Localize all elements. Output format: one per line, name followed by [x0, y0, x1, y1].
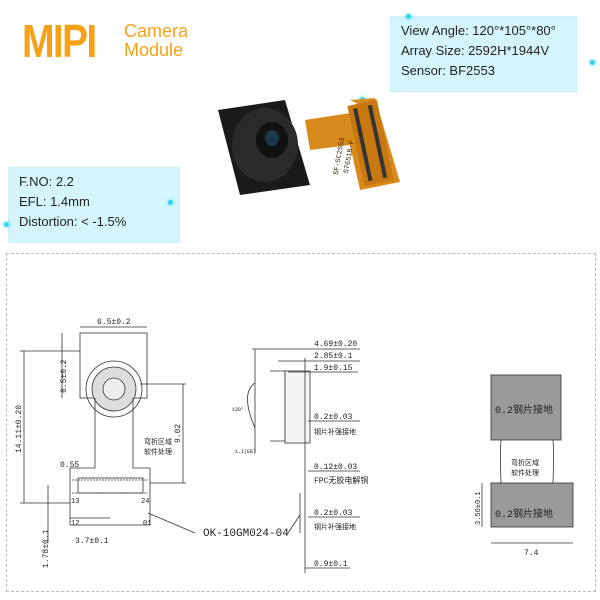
back-bend-note-2: 软件处理	[511, 468, 539, 478]
dim-stiffener-1: 0.2±0.03	[314, 413, 353, 422]
glow-dot	[406, 14, 411, 19]
dim-center-connector: 9.02	[174, 424, 183, 443]
dim-back-width: 7.4	[524, 549, 539, 558]
stiffener-1-note: 钢片补强接地	[314, 427, 356, 437]
spec-array-size: Array Size: 2592H*1944V	[401, 43, 550, 58]
subtitle-line1: Camera	[124, 21, 189, 41]
fov-angle: 120°	[232, 407, 244, 413]
dim-side-holder: 1.9±0.15	[314, 364, 353, 373]
dim-offset: 0.55	[60, 461, 79, 470]
spec-distortion: Distortion: < -1.5%	[19, 214, 127, 229]
dim-front-width: 6.5±0.2	[97, 318, 131, 327]
fpc-cable: SF-SC2553 S7651B-F	[305, 98, 400, 190]
lens-offset: 1.1(EB)	[235, 449, 256, 455]
pin-12: 12	[71, 520, 79, 528]
dim-connector-offset: 1.78±0.1	[42, 529, 51, 568]
dim-stiffener-2: 0.2±0.03	[314, 509, 353, 518]
pin-01: 01	[143, 520, 151, 528]
connector-part-number: OK-10GM024-04	[203, 528, 289, 540]
dim-pad-height: 3.56±0.1	[475, 491, 483, 525]
logo-mipi: MIPI	[22, 15, 97, 67]
technical-drawing: 6.5±0.2 6.5±0.2 14.11±0.20 9.02 0.55 弯折区…	[15, 318, 574, 573]
spec-panel-left: F.NO: 2.2 EFL: 1.4mm Distortion: < -1.5%	[8, 167, 180, 243]
spec-fno: F.NO: 2.2	[19, 174, 74, 189]
spec-sensor: Sensor: BF2553	[401, 63, 495, 78]
subtitle-line2: Module	[124, 40, 184, 60]
back-bend-note-1: 弯折区域	[511, 458, 539, 468]
front-bend-note-1: 弯折区域	[144, 437, 172, 447]
spec-panel-right: View Angle: 120°*105°*80° Array Size: 25…	[390, 16, 577, 92]
back-top-pad: 0.2钢片接地	[495, 403, 553, 417]
spec-efl: EFL: 1.4mm	[19, 194, 90, 209]
front-bend-note-2: 软件处理	[144, 447, 172, 457]
glow-dot	[168, 200, 173, 205]
stiffener-2-note: 钢片补强接地	[314, 522, 356, 532]
camera-module-photo: SF-SC2553 S7651B-F	[218, 98, 400, 195]
dim-front-height: 6.5±0.2	[60, 359, 69, 393]
dim-side-lens: 2.85±0.1	[314, 352, 353, 361]
spec-view-angle: View Angle: 120°*105°*80°	[401, 23, 556, 38]
logo-subtitle: Camera Module	[124, 22, 188, 60]
back-bottom-pad: 0.2钢片接地	[495, 507, 553, 521]
fpc-note: FPC无胶电解铜	[314, 475, 368, 486]
glow-dot	[4, 222, 9, 227]
dim-fpc: 0.12±0.03	[314, 463, 357, 472]
pin-24: 24	[141, 498, 149, 506]
dim-total-length: 14.11±0.20	[15, 405, 24, 453]
pin-13: 13	[71, 498, 79, 506]
dim-connector-width: 3.7±0.1	[75, 537, 109, 546]
camera-body	[218, 100, 310, 195]
dim-side-total: 4.69±0.20	[314, 340, 357, 349]
glow-dot	[590, 60, 595, 65]
dim-side-bottom: 0.9±0.1	[314, 560, 348, 569]
technical-drawing-frame	[6, 253, 596, 592]
